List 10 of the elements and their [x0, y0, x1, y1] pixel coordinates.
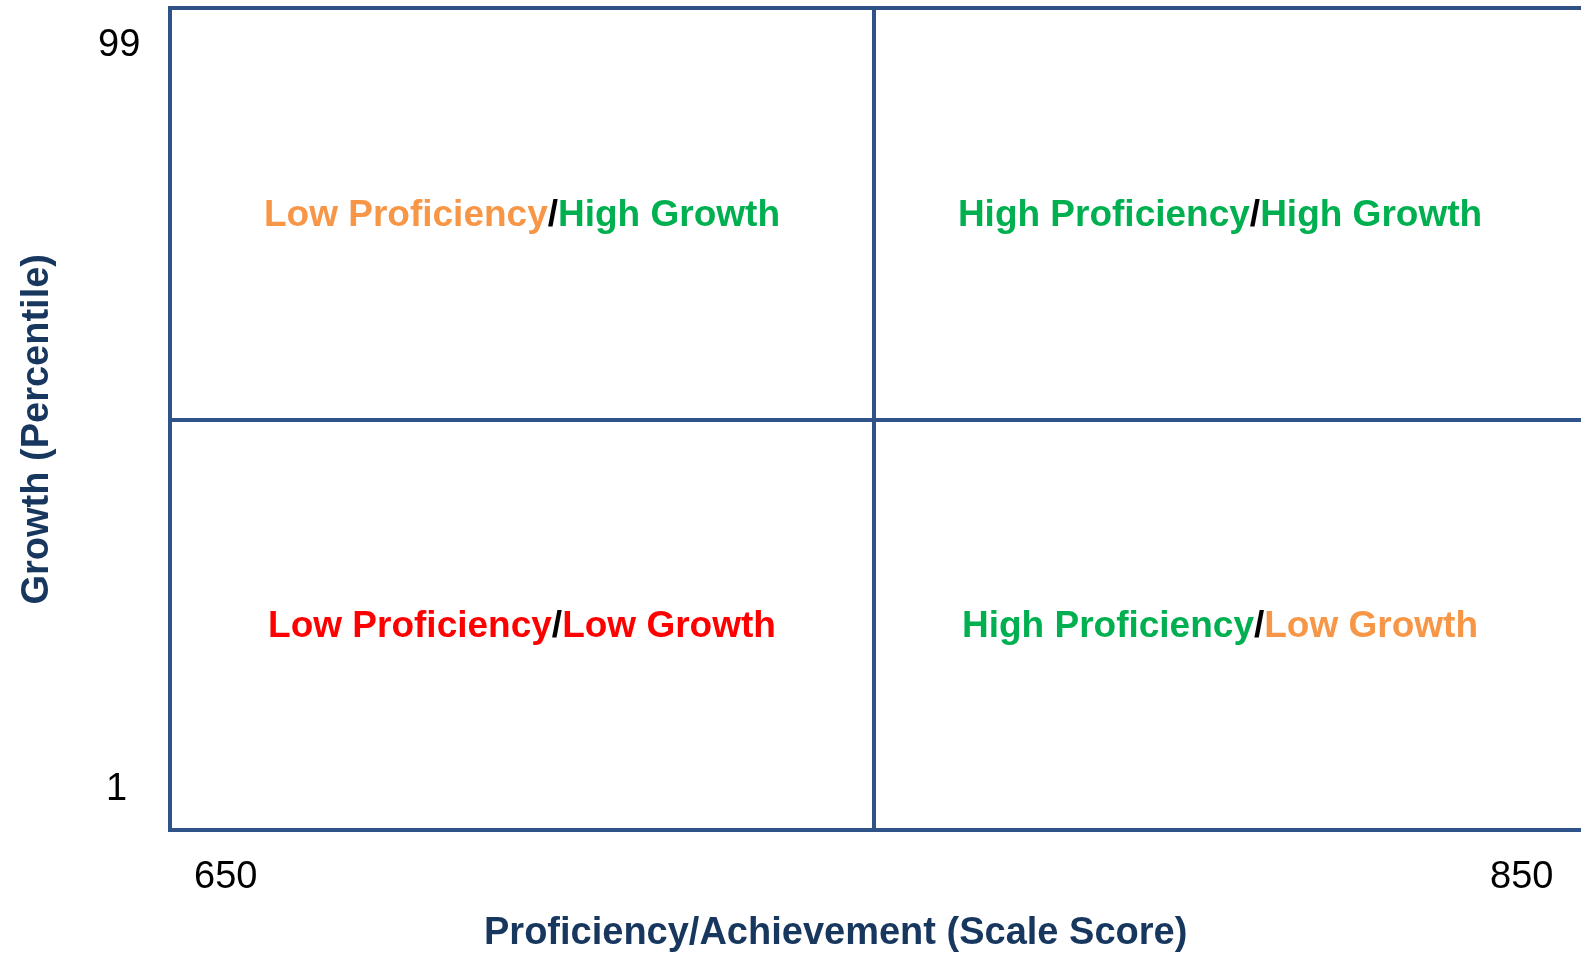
axis-tick-label: 1	[106, 766, 128, 809]
quadrant-label: Low Proficiency/Low Growth	[268, 604, 776, 646]
axis-tick-label: 850	[1490, 854, 1554, 897]
quadrant-label: Low Proficiency/High Growth	[264, 193, 780, 235]
axis-title: Growth (Percentile)	[14, 254, 57, 605]
axis-tick-label: 99	[98, 22, 141, 65]
axis-tick-label: 650	[194, 854, 258, 897]
quadrant-label: High Proficiency/High Growth	[957, 193, 1483, 235]
quadrant-label: High Proficiency/Low Growth	[962, 604, 1478, 646]
axis-title: Proficiency/Achievement (Scale Score)	[484, 910, 1188, 953]
